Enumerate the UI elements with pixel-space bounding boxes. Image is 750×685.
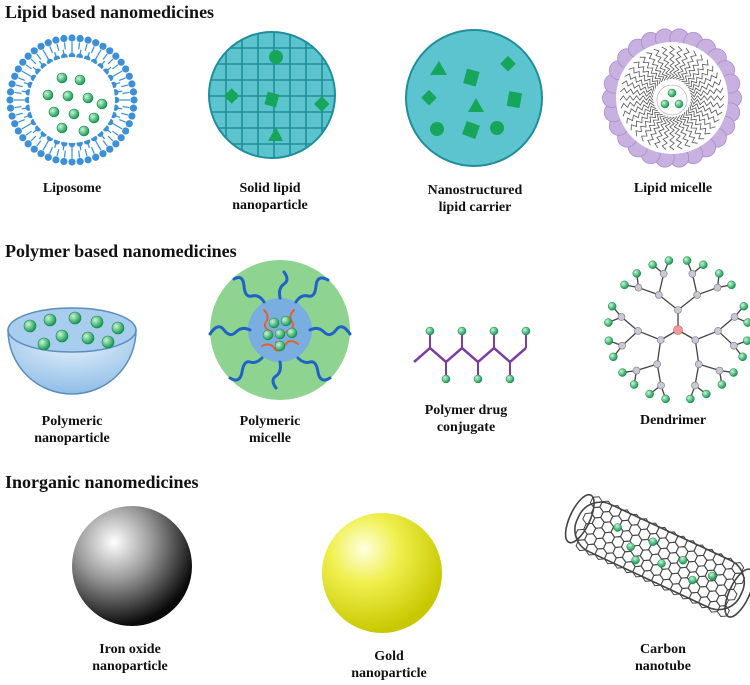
dendrimer-nodes (604, 256, 750, 404)
sln-drug-molecules (223, 50, 330, 141)
conjugate-drug-molecules (425, 326, 531, 384)
liposome-outer-lipid-layer (6, 34, 138, 166)
nanostructured-lipid-carrier-diagram (405, 29, 543, 167)
label-dendrimer: Dendrimer (639, 413, 707, 428)
nlc-drug-molecules (421, 55, 523, 139)
lipid-micelle-diagram (602, 28, 742, 168)
section-heading-polymer: Polymer based nanomedicines (5, 241, 237, 261)
polymeric-nanoparticle-diagram (7, 307, 137, 395)
polymer-drug-conjugate-diagram (413, 326, 531, 384)
carbon-nanotube-diagram (564, 493, 750, 618)
gold-nanoparticle-diagram (322, 513, 442, 633)
dendrimer-diagram (604, 256, 750, 404)
liposome-diagram (6, 34, 138, 166)
polymeric-micelle-drug-molecules (262, 315, 298, 352)
lipid-micelle-drug-molecules (660, 88, 684, 109)
liposome-drug-molecules (42, 72, 108, 137)
section-heading-lipid: Lipid based nanomedicines (5, 2, 215, 22)
section-heading-inorganic: Inorganic nanomedicines (5, 472, 199, 492)
nanotube-drug-molecules (613, 523, 717, 585)
iron-oxide-nanoparticle-diagram (72, 506, 192, 626)
polymeric-nanoparticle-drug-molecules (23, 311, 125, 351)
label-liposome: Liposome (42, 181, 102, 196)
conjugate-linkers (429, 335, 527, 375)
solid-lipid-nanoparticle-diagram (208, 31, 336, 159)
polymeric-micelle-diagram (208, 260, 352, 400)
label-lipid-micelle: Lipid micelle (633, 181, 713, 196)
lipid-micelle-tails (619, 45, 725, 151)
polymeric-micelle-hydrophilic-chains (208, 270, 352, 390)
